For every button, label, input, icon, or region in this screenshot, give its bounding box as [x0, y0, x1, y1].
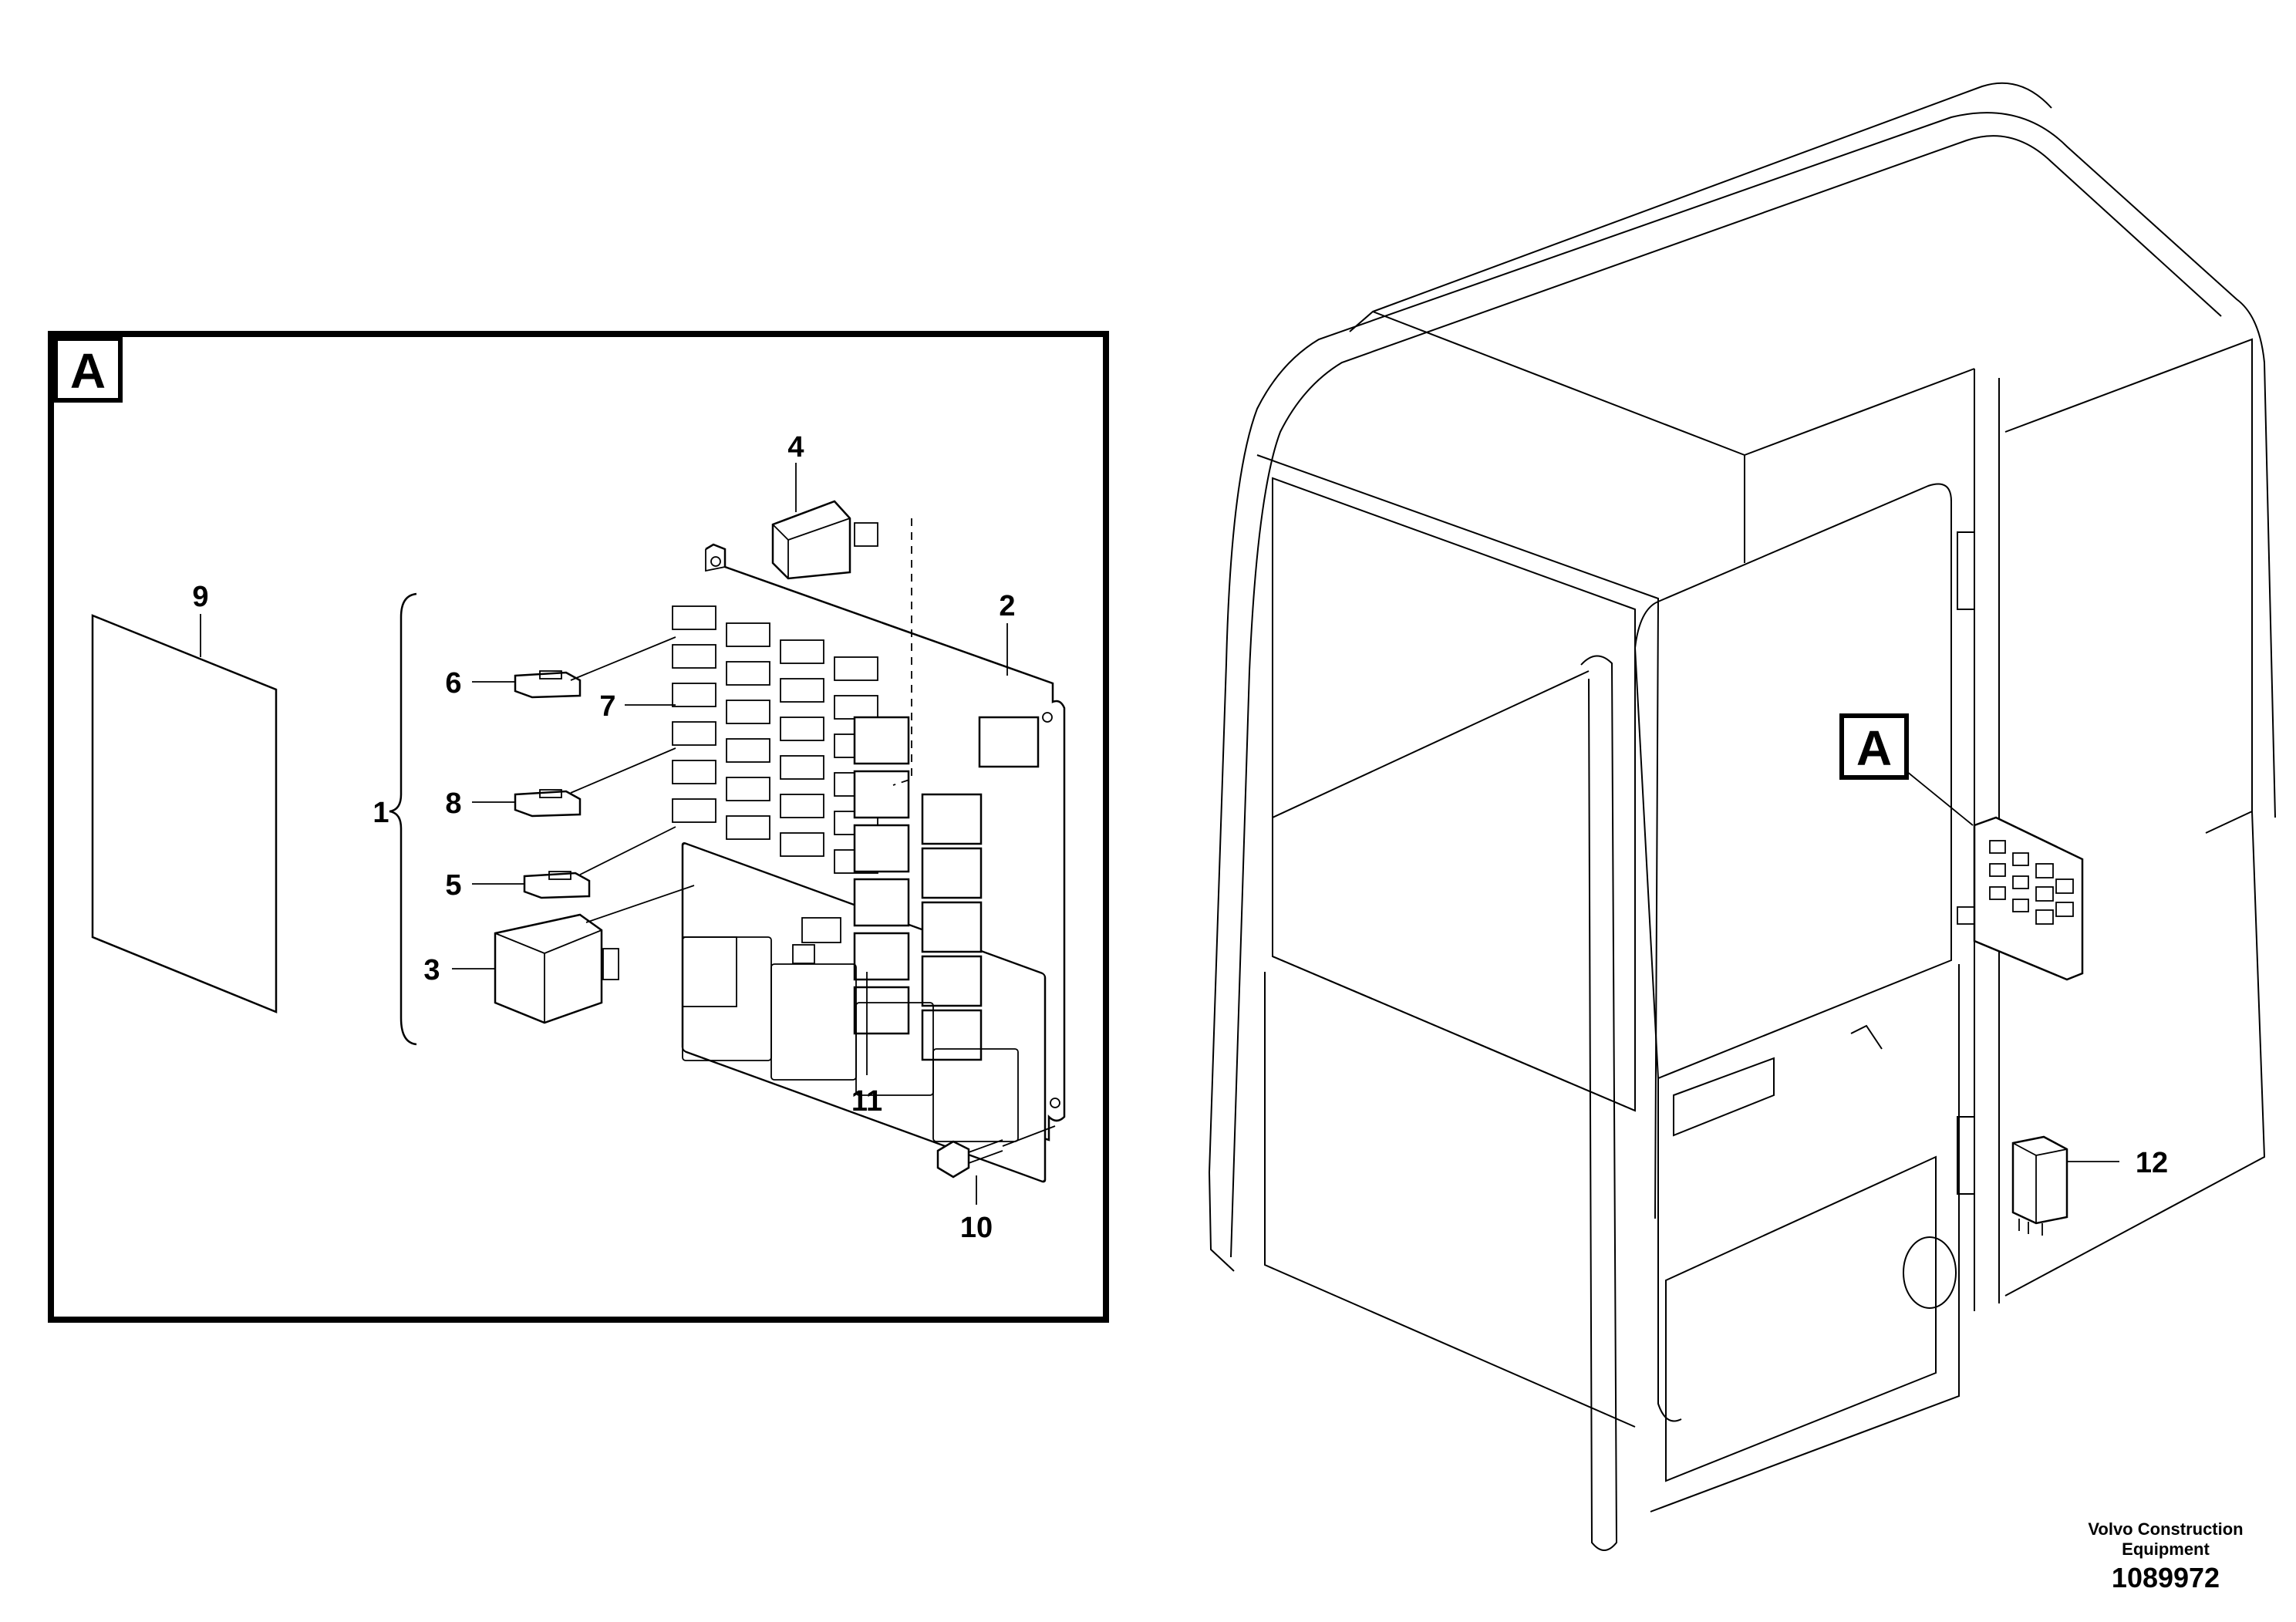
part-12-relay: [2011, 1135, 2068, 1236]
part-8-fuse: [514, 789, 582, 818]
company-line-2: Equipment: [2122, 1539, 2210, 1559]
callout-9: 9: [192, 581, 208, 613]
cab-fuse-board: [1957, 816, 2084, 981]
part-3-relay: [494, 913, 619, 1024]
bracket-1: [389, 592, 417, 1046]
part-4-relay: [771, 500, 878, 580]
location-marker-box: [1839, 713, 1909, 780]
callout-11: 11: [851, 1085, 882, 1118]
fuse-array: [672, 605, 878, 874]
callout-2: 2: [999, 590, 1015, 622]
location-marker-label: A: [1856, 720, 1892, 776]
callout-3: 3: [423, 954, 440, 986]
detail-label: A: [70, 343, 106, 399]
detail-label-box: [53, 336, 123, 403]
relay-array: [853, 716, 1040, 1061]
callout-8: 8: [445, 787, 461, 820]
part-5-fuse: [523, 871, 591, 899]
part-6-fuse: [514, 670, 582, 699]
drawing-number: 1089972: [2112, 1562, 2220, 1593]
part-10-bolt: [936, 1139, 1003, 1179]
cab-outline: [1208, 82, 2276, 1551]
part-9-decal: [91, 614, 278, 1013]
connector-block: [682, 917, 1019, 1142]
callout-4: 4: [787, 431, 804, 464]
callout-6: 6: [445, 667, 461, 700]
callout-10: 10: [960, 1212, 993, 1244]
detail-view-a: A: [48, 331, 1109, 1323]
company-line-1: Volvo Construction: [2088, 1519, 2243, 1539]
callout-7: 7: [599, 690, 615, 723]
callout-1: 1: [373, 797, 389, 829]
callout-5: 5: [445, 869, 461, 902]
callout-12: 12: [2136, 1147, 2168, 1179]
